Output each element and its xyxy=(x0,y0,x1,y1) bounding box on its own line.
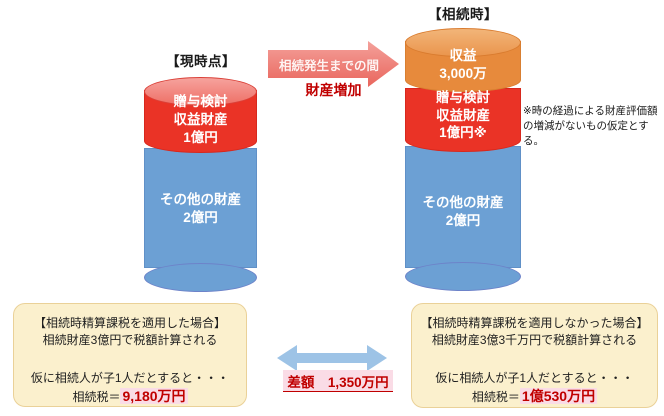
gift-assets-label-current: 贈与検討 収益財産 1億円 xyxy=(144,93,257,147)
spacer xyxy=(14,349,246,370)
asset-increase-label: 財産増加 xyxy=(305,82,362,98)
transition-arrow-label: 相続発生までの間 xyxy=(278,59,379,73)
tax-value: 9,180万円 xyxy=(120,388,188,404)
cylinder-top-ellipse xyxy=(405,28,521,57)
right-arrow-icon xyxy=(268,41,399,87)
spacer xyxy=(412,349,657,370)
current-title: 【現時点】 xyxy=(166,54,236,69)
label-line: 贈与検討 xyxy=(436,90,490,105)
not-applied-case-heading: 【相続時精算課税を適用しなかった場合】 xyxy=(420,316,649,330)
applied-case-assumption: 仮に相続人が子1人だとすると・・・ xyxy=(30,371,230,385)
label-line: 贈与検討 xyxy=(173,94,228,109)
segment-other-assets-inheritance xyxy=(405,146,521,268)
cylinder-inheritance: 収益 3,000万 贈与検討 収益財産 1億円※ その他の財産 2億円 xyxy=(405,28,521,291)
tax-label: 相続税＝ xyxy=(471,390,520,404)
not-applied-case-box: 【相続時精算課税を適用しなかった場合】 相続財産3億3千万円で税額計算される 仮… xyxy=(411,303,658,408)
transition-arrow-group: 相続発生までの間 xyxy=(268,41,399,87)
segment-other-assets-current xyxy=(144,148,257,268)
applied-case-subheading: 相続財産3億円で税額計算される xyxy=(42,333,218,347)
inheritance-title: 【相続時】 xyxy=(428,7,498,22)
label-line: その他の財産 xyxy=(422,195,504,210)
label-line: その他の財産 xyxy=(160,192,241,207)
cylinder-bottom-ellipse xyxy=(144,263,257,292)
tax-label: 相続税＝ xyxy=(72,390,121,404)
profit-label: 収益 3,000万 xyxy=(405,47,521,83)
cylinder-bottom-ellipse xyxy=(405,262,521,291)
cylinder-current: 贈与検討 収益財産 1億円 その他の財産 2億円 xyxy=(144,77,257,292)
label-line: 3,000万 xyxy=(439,66,487,81)
valuation-note: ※時の経過による財産評価額 の増減がないもの仮定とする。 xyxy=(523,104,664,149)
double-arrow-icon xyxy=(277,345,387,371)
label-line: 2億円 xyxy=(445,213,481,228)
note-line: ※時の経過による財産評価額 xyxy=(523,105,658,117)
tax-value: 1億530万円 xyxy=(519,388,598,404)
gift-assets-label-inheritance: 贈与検討 収益財産 1億円※ xyxy=(405,89,521,142)
note-line: の増減がないもの仮定とする。 xyxy=(523,120,649,147)
segment-gift-assets-inheritance xyxy=(405,88,521,152)
label-line: 1億円※ xyxy=(439,125,487,140)
difference-label: 差額 1,350万円 xyxy=(253,370,423,392)
difference-value: 差額 1,350万円 xyxy=(283,370,393,392)
not-applied-case-assumption: 仮に相続人が子1人だとすると・・・ xyxy=(435,371,634,385)
applied-case-tax-line: 相続税＝9,180万円 xyxy=(14,388,246,406)
other-assets-label-current: その他の財産 2億円 xyxy=(144,191,257,227)
not-applied-case-tax-line: 相続税＝1億530万円 xyxy=(412,388,657,406)
label-line: 収益財産 xyxy=(173,112,228,127)
applied-case-box: 【相続時精算課税を適用した場合】 相続財産3億円で税額計算される 仮に相続人が子… xyxy=(13,303,247,407)
not-applied-case-subheading: 相続財産3億3千万円で税額計算される xyxy=(431,333,638,347)
label-line: 2億円 xyxy=(183,210,218,225)
other-assets-label-inheritance: その他の財産 2億円 xyxy=(405,194,521,230)
label-line: 1億円 xyxy=(183,130,218,145)
applied-case-heading: 【相続時精算課税を適用した場合】 xyxy=(33,316,226,330)
label-line: 収益 xyxy=(449,48,477,63)
cylinder-top-ellipse xyxy=(144,77,257,106)
label-line: 収益財産 xyxy=(436,107,490,123)
